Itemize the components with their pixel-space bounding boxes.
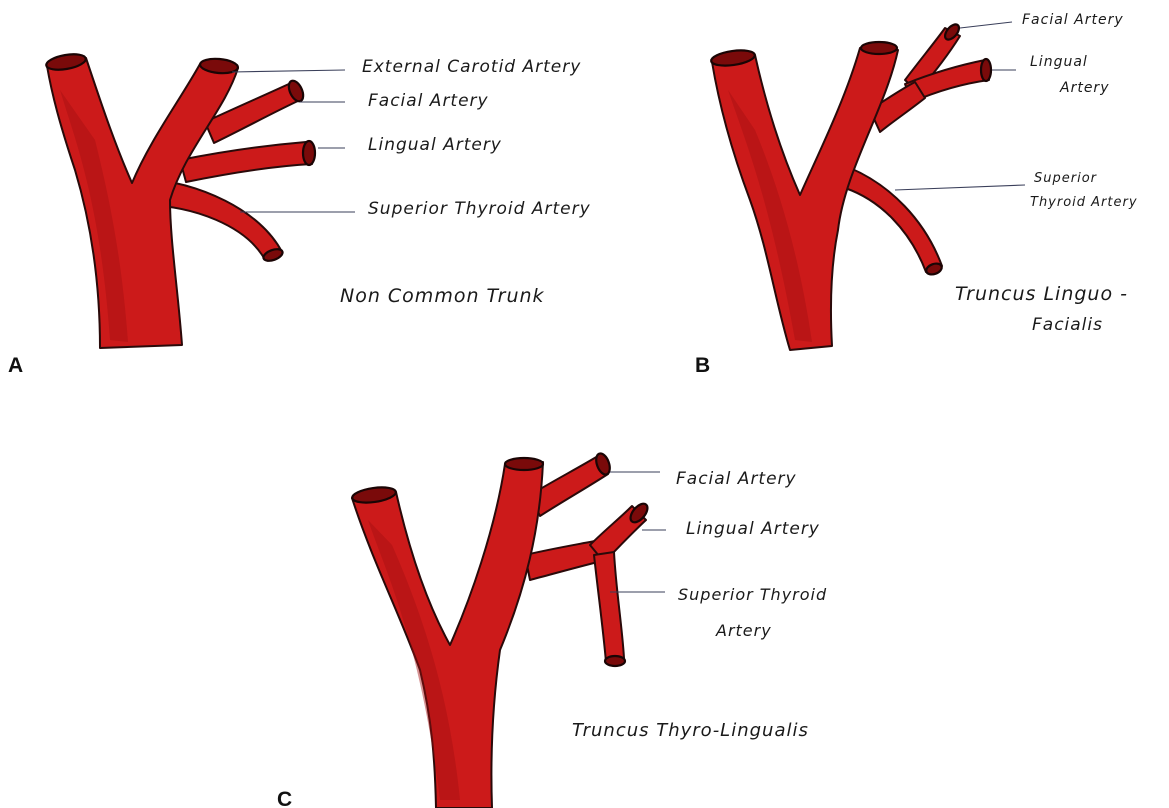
panel-a-lingual-vessel bbox=[180, 142, 312, 182]
panel-a-lingual-label: Lingual Artery bbox=[368, 135, 502, 155]
panel-c-lingual-opening bbox=[627, 501, 650, 526]
panel-b-superior-thyroid-label-line2: Thyroid Artery bbox=[1030, 195, 1138, 210]
panel-b-facial-label: Facial Artery bbox=[1022, 12, 1124, 28]
panel-c-external-carotid-opening bbox=[505, 458, 543, 470]
panel-a-external-carotid-label: External Carotid Artery bbox=[362, 57, 581, 77]
panel-a-external-carotid-leader bbox=[232, 70, 345, 72]
panel-c-letter: C bbox=[277, 788, 292, 808]
panel-a-letter: A bbox=[8, 354, 23, 377]
panel-a-superior-thyroid-label: Superior Thyroid Artery bbox=[368, 199, 591, 219]
panel-b-external-carotid-opening bbox=[861, 42, 897, 54]
panel-b-lingual-label-line2: Artery bbox=[1059, 80, 1109, 96]
panel-c: Facial Artery Lingual Artery Superior Th… bbox=[277, 452, 827, 808]
panel-b-lingual-opening bbox=[981, 59, 991, 81]
panel-b: Facial Artery Lingual Artery Superior Th… bbox=[695, 12, 1138, 377]
panel-a-lingual-opening bbox=[303, 141, 315, 165]
panel-c-caption: Truncus Thyro-Lingualis bbox=[572, 720, 809, 741]
panel-c-facial-label: Facial Artery bbox=[676, 469, 797, 489]
panel-a-caption: Non Common Trunk bbox=[340, 285, 545, 307]
panel-a-facial-label: Facial Artery bbox=[368, 91, 489, 111]
panel-c-superior-thyroid-opening bbox=[605, 656, 625, 666]
panel-b-superior-thyroid-leader bbox=[895, 185, 1025, 190]
panel-b-caption-line2: Facialis bbox=[1032, 315, 1103, 335]
panel-c-superior-thyroid-vessel bbox=[594, 552, 624, 662]
panel-a: External Carotid Artery Facial Artery Li… bbox=[8, 52, 591, 377]
panel-c-superior-thyroid-label-line1: Superior Thyroid bbox=[678, 585, 827, 604]
panel-b-lingual-label-line1: Lingual bbox=[1030, 54, 1088, 70]
panel-b-caption-line1: Truncus Linguo - bbox=[955, 283, 1128, 305]
panel-b-facial-leader bbox=[960, 22, 1012, 28]
panel-b-superior-thyroid-vessel bbox=[845, 168, 942, 272]
panel-c-lingual-label: Lingual Artery bbox=[686, 519, 820, 539]
panel-b-letter: B bbox=[695, 354, 710, 377]
panel-c-superior-thyroid-label-line2: Artery bbox=[715, 621, 772, 640]
panel-b-superior-thyroid-label-line1: Superior bbox=[1034, 171, 1098, 186]
